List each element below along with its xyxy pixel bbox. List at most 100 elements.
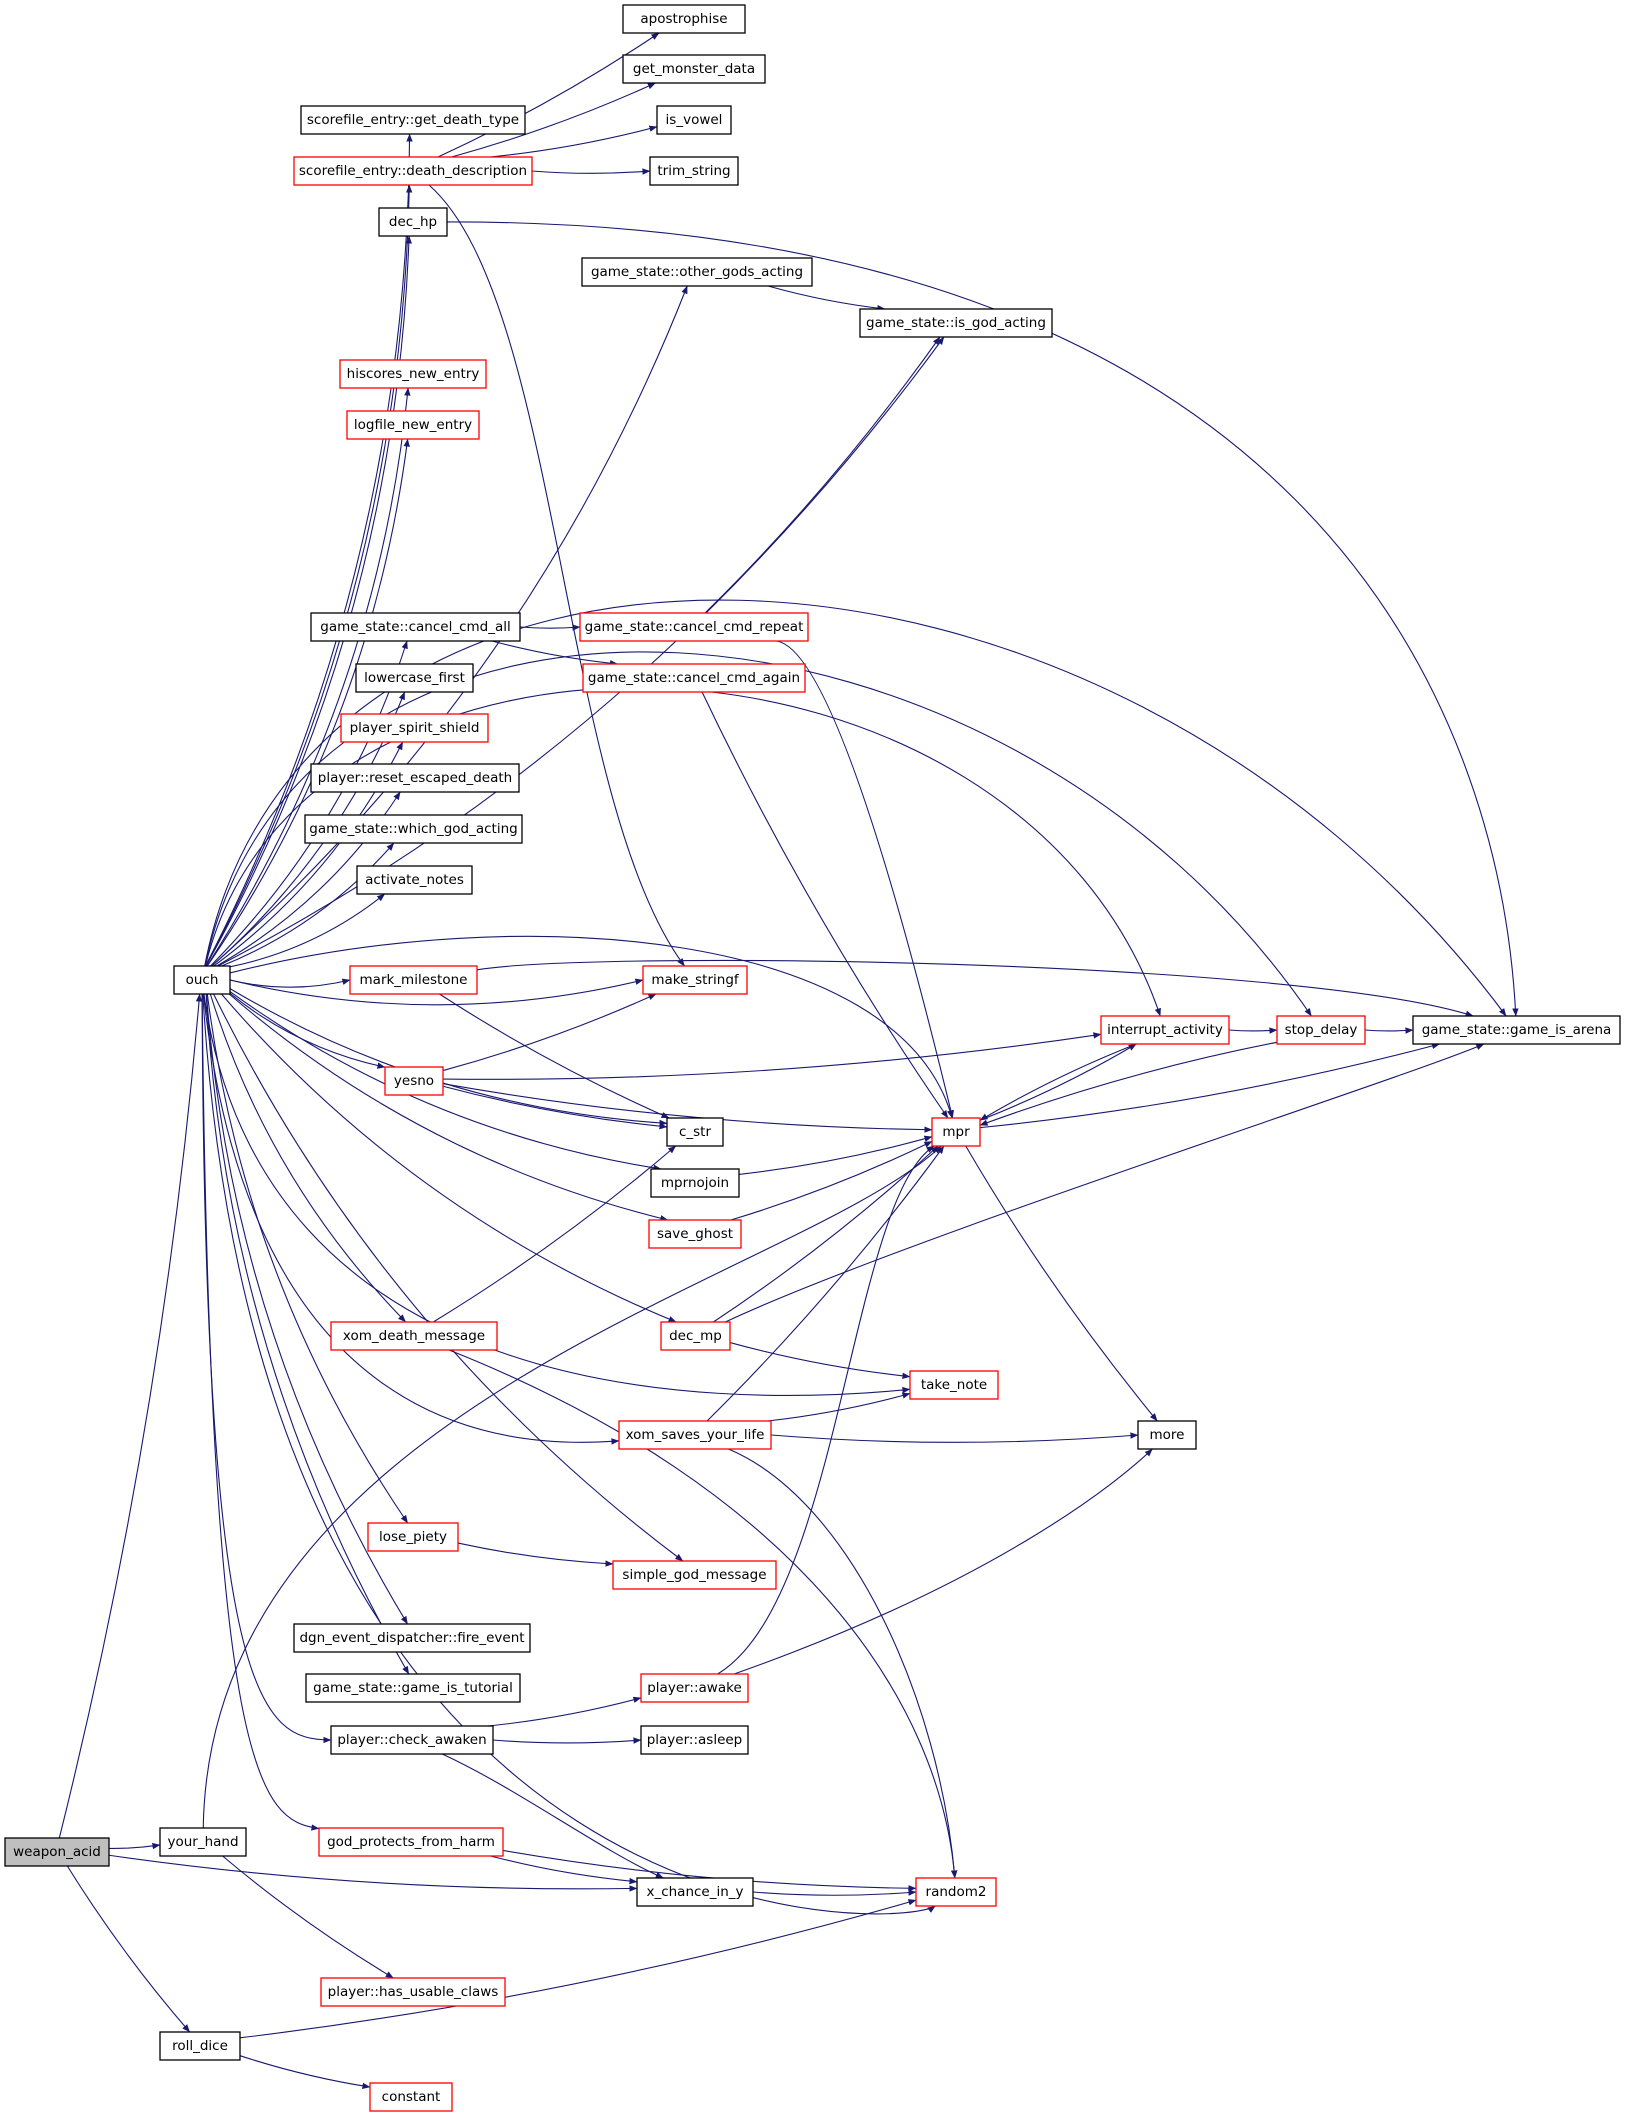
node-x-chance-in-y[interactable]: x_chance_in_y [636,1877,754,1907]
node-apostrophise[interactable]: apostrophise [622,4,746,34]
node-cancel-cmd-again[interactable]: game_state::cancel_cmd_again [582,663,806,693]
node-label: interrupt_activity [1107,1022,1223,1038]
node-has-usable-claws[interactable]: player::has_usable_claws [320,1977,506,2007]
node-constant[interactable]: constant [369,2082,453,2112]
edge-mpr-to-interrupt_activity [979,1043,1137,1121]
edge-interrupt_activity-to-mpr [979,1043,1137,1121]
node-label: god_protects_from_harm [327,1834,495,1850]
edge-ouch-to-lose_piety [206,993,409,1524]
node-trim-string[interactable]: trim_string [649,156,739,186]
edge-weapon_acid-to-your_hand [108,1842,161,1850]
node-cancel-cmd-repeat[interactable]: game_state::cancel_cmd_repeat [579,612,809,642]
edge-your_hand-to-has_usable_claws [222,1855,394,1979]
node-label: game_state::game_is_arena [1422,1022,1612,1038]
node-mpr[interactable]: mpr [931,1117,981,1147]
edge-xom_saves_your_life-to-take_note [767,1392,911,1422]
node-dec-hp[interactable]: dec_hp [378,207,448,237]
edge-your_hand-to-mpr [202,1145,942,1829]
edge-ouch-to-random2 [202,993,936,1915]
edge-ouch-to-stop_delay [204,651,1312,1017]
node-box [636,1877,754,1907]
node-box [305,1673,521,1703]
node-box [582,663,806,693]
node-box [649,156,739,186]
edge-dec_hp-to-game_is_arena [446,221,1519,1017]
edge-yesno-to-c_str [442,1085,668,1130]
node-god-protects-from-harm[interactable]: god_protects_from_harm [318,1827,504,1857]
node-get-monster-data[interactable]: get_monster_data [622,54,766,84]
node-get-death-type[interactable]: scorefile_entry::get_death_type [300,105,526,135]
node-reset-escaped-death[interactable]: player::reset_escaped_death [310,763,520,793]
node-box [300,105,526,135]
node-interrupt-activity[interactable]: interrupt_activity [1100,1015,1230,1045]
node-box [622,54,766,84]
edge-interrupt_activity-to-stop_delay [1228,1027,1278,1034]
node-is-vowel[interactable]: is_vowel [656,105,732,135]
node-lose-piety[interactable]: lose_piety [367,1522,459,1552]
node-random2[interactable]: random2 [915,1877,997,1907]
node-box [581,257,813,287]
node-other-gods-acting[interactable]: game_state::other_gods_acting [581,257,813,287]
node-box [356,865,473,895]
edge-ouch-to-take_note [203,993,911,1396]
node-box [369,2082,453,2112]
node-game-is-tutorial[interactable]: game_state::game_is_tutorial [305,1673,521,1703]
node-box [384,1066,444,1096]
node-ouch[interactable]: ouch [173,965,231,995]
node-label: c_str [679,1124,711,1140]
edge-death_description-to-get_monster_data [451,82,656,158]
node-label: game_state::cancel_cmd_repeat [585,619,804,635]
node-mark-milestone[interactable]: mark_milestone [349,965,478,995]
node-box [4,1837,110,1867]
node-c-str[interactable]: c_str [666,1117,724,1147]
node-which-god-acting[interactable]: game_state::which_god_acting [304,814,523,844]
node-label: dgn_event_dispatcher::fire_event [299,1630,524,1646]
node-make-stringf[interactable]: make_stringf [642,965,748,995]
edge-ouch-to-other_gods_acting [211,285,688,967]
node-box [159,2031,241,2061]
node-more[interactable]: more [1137,1420,1197,1450]
node-xom-death-message[interactable]: xom_death_message [330,1321,498,1351]
node-take-note[interactable]: take_note [909,1370,999,1400]
edge-cancel_cmd_repeat-to-is_god_acting [705,336,945,614]
node-box [293,156,533,186]
edge-check_awaken-to-x_chance_in_y [442,1753,664,1879]
node-label: mpr [942,1124,970,1140]
node-yesno[interactable]: yesno [384,1066,444,1096]
edge-dec_mp-to-game_is_arena [725,1043,1485,1323]
node-label: scorefile_entry::get_death_type [307,112,519,128]
node-fire-event[interactable]: dgn_event_dispatcher::fire_event [293,1623,531,1653]
edge-death_description-to-trim_string [531,168,651,175]
node-lowercase-first[interactable]: lowercase_first [355,663,474,693]
node-weapon-acid[interactable]: weapon_acid [4,1837,110,1867]
node-label: game_state::cancel_cmd_again [588,670,800,686]
node-save-ghost[interactable]: save_ghost [648,1219,742,1249]
node-logfile-new-entry[interactable]: logfile_new_entry [346,410,480,440]
node-your-hand[interactable]: your_hand [159,1827,247,1857]
node-activate-notes[interactable]: activate_notes [356,865,473,895]
node-player-awake[interactable]: player::awake [640,1673,749,1703]
node-xom-saves-your-life[interactable]: xom_saves_your_life [618,1420,772,1450]
node-player-spirit-shield[interactable]: player_spirit_shield [340,713,489,743]
node-simple-god-message[interactable]: simple_god_message [612,1560,777,1590]
node-player-asleep[interactable]: player::asleep [640,1725,749,1755]
node-is-god-acting[interactable]: game_state::is_god_acting [859,308,1053,338]
node-death-description[interactable]: scorefile_entry::death_description [293,156,533,186]
edge-roll_dice-to-constant [239,2055,371,2090]
edge-mark_milestone-to-c_str [439,993,670,1119]
edge-cancel_cmd_again-to-mpr [701,691,949,1119]
node-box [642,965,748,995]
node-label: yesno [394,1073,434,1089]
node-hiscores-new-entry[interactable]: hiscores_new_entry [339,359,487,389]
node-stop-delay[interactable]: stop_delay [1276,1015,1366,1045]
node-label: player::has_usable_claws [328,1984,499,2000]
node-roll-dice[interactable]: roll_dice [159,2031,241,2061]
node-cancel-cmd-all[interactable]: game_state::cancel_cmd_all [310,612,521,642]
node-game-is-arena[interactable]: game_state::game_is_arena [1412,1015,1621,1045]
node-check-awaken[interactable]: player::check_awaken [330,1725,494,1755]
node-mprnojoin[interactable]: mprnojoin [650,1168,740,1198]
node-box [1412,1015,1621,1045]
node-box [1137,1420,1197,1450]
edge-yesno-to-mpr [442,1083,933,1133]
node-dec-mp[interactable]: dec_mp [660,1321,731,1351]
